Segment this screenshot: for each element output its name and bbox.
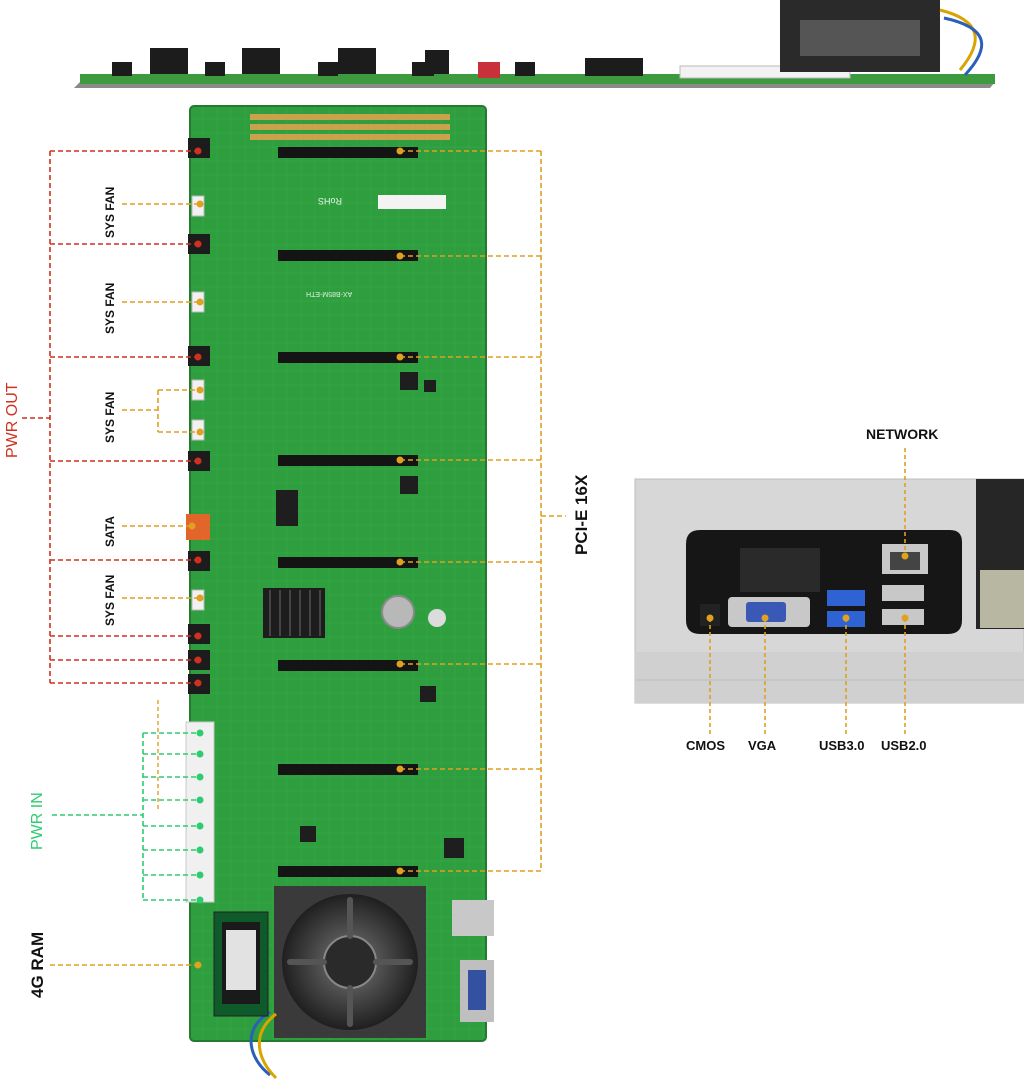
io-callouts xyxy=(709,448,906,735)
left-callouts xyxy=(50,203,198,966)
cmos-label: CMOS xyxy=(686,738,725,753)
pwr-in-bracket xyxy=(52,732,200,901)
board-rohs-label: RoHS xyxy=(318,196,343,206)
sys-fan-label-1: SYS FAN xyxy=(103,186,117,238)
ram-label: 4G RAM xyxy=(28,931,47,998)
pwr-in-label: PWR IN xyxy=(29,792,46,850)
sys-fan-label-2: SYS FAN xyxy=(103,282,117,334)
pwr-out-bracket xyxy=(22,150,196,684)
usb3-label: USB3.0 xyxy=(819,738,865,753)
board-model-text: AX-B85M-ETH xyxy=(306,290,353,297)
network-label: NETWORK xyxy=(866,426,939,442)
pcie-bracket xyxy=(400,150,566,872)
pwr-out-label: PWR OUT xyxy=(4,382,21,458)
board-side-view xyxy=(74,0,995,88)
usb2-label: USB2.0 xyxy=(881,738,927,753)
pcie-label: PCI-E 16X xyxy=(572,474,591,555)
motherboard xyxy=(185,105,494,1080)
vga-label: VGA xyxy=(748,738,777,753)
sys-fan-label-4: SYS FAN xyxy=(103,574,117,626)
sata-label: SATA xyxy=(103,516,117,547)
sys-fan-label-3: SYS FAN xyxy=(103,391,117,443)
io-panel xyxy=(634,478,1024,704)
